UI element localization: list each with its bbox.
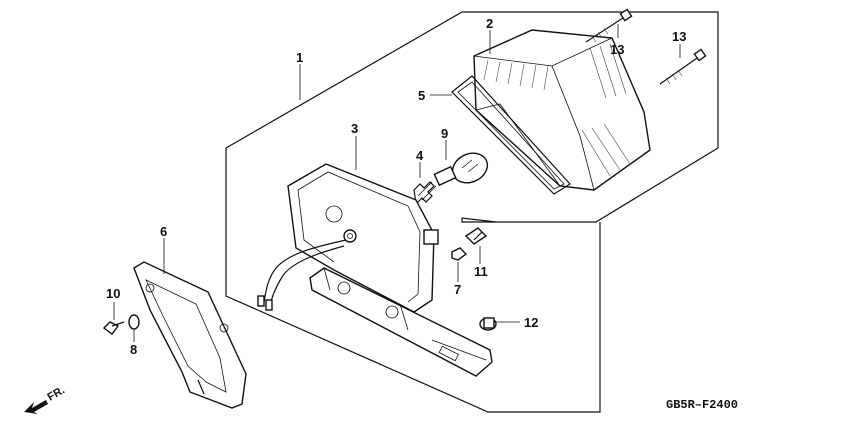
front-label: FR. xyxy=(46,384,67,403)
label-7: 7 xyxy=(454,282,461,297)
label-12: 12 xyxy=(524,315,538,330)
grommet-12 xyxy=(479,317,497,331)
label-3: 3 xyxy=(351,121,358,136)
screw-13-a xyxy=(585,8,633,43)
label-9: 9 xyxy=(441,126,448,141)
washer-8 xyxy=(128,314,140,330)
assembly-boundary-lower xyxy=(225,148,601,413)
bolt-10 xyxy=(102,321,125,335)
diagram-code: GB5R–F2400 xyxy=(666,398,738,412)
bulb xyxy=(433,152,489,187)
label-2: 2 xyxy=(486,16,493,31)
license-plate-bracket xyxy=(133,261,247,409)
label-13-a: 13 xyxy=(610,42,624,57)
label-1: 1 xyxy=(296,50,303,65)
tail-housing xyxy=(287,163,439,313)
license-light-bracket xyxy=(309,267,493,377)
screw-13-b xyxy=(659,48,707,85)
label-4: 4 xyxy=(416,148,424,163)
label-13-b: 13 xyxy=(672,29,686,44)
label-6: 6 xyxy=(160,224,167,239)
lens-gasket xyxy=(451,75,571,195)
label-8: 8 xyxy=(130,342,137,357)
bolt-11 xyxy=(464,227,488,245)
nut-7 xyxy=(451,247,468,261)
label-5: 5 xyxy=(418,88,425,103)
front-direction-arrow xyxy=(24,400,48,414)
label-11: 11 xyxy=(474,264,488,279)
wire-leads xyxy=(257,239,347,311)
socket-spring xyxy=(413,181,437,206)
label-10: 10 xyxy=(106,286,120,301)
tail-lens xyxy=(473,29,651,191)
assembly-boundary xyxy=(225,11,719,223)
